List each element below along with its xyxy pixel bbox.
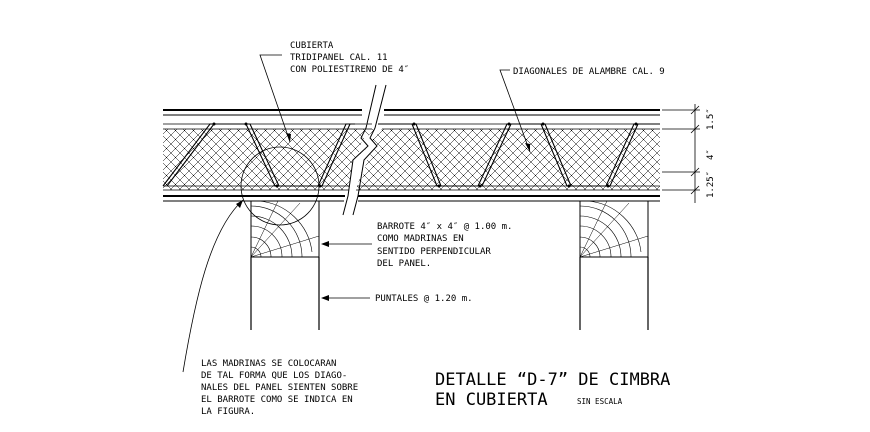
note-arrow-icon xyxy=(236,200,243,208)
cubierta-label: CUBIERTA TRIDIPANEL CAL. 11 CON POLIESTI… xyxy=(290,41,409,75)
svg-text:CON POLIESTIRENO DE 4″: CON POLIESTIRENO DE 4″ xyxy=(290,65,409,75)
title-line-1: DETALLE “D-7” DE CIMBRA xyxy=(435,370,670,390)
dim-bottom: 1.25″ xyxy=(706,171,716,198)
leader-arrows xyxy=(286,133,530,301)
detail-title: DETALLE “D-7” DE CIMBRA EN CUBIERTA SIN … xyxy=(435,370,670,410)
right-puntal xyxy=(579,257,649,330)
svg-text:NALES DEL PANEL SIENTEN SOBRE: NALES DEL PANEL SIENTEN SOBRE xyxy=(201,383,358,393)
left-barrote xyxy=(250,200,320,258)
dim-middle: 4″ xyxy=(706,149,716,160)
svg-text:TRIDIPANEL CAL. 11: TRIDIPANEL CAL. 11 xyxy=(290,53,388,63)
svg-text:COMO MADRINAS EN: COMO MADRINAS EN xyxy=(377,234,464,244)
svg-text:LA FIGURA.: LA FIGURA. xyxy=(201,407,255,417)
barrote-label: BARROTE 4″ x 4″ @ 1.00 m. COMO MADRINAS … xyxy=(377,222,512,269)
svg-text:EL BARROTE COMO SE INDICA EN: EL BARROTE COMO SE INDICA EN xyxy=(201,395,353,405)
left-puntal xyxy=(250,257,320,330)
svg-text:SENTIDO PERPENDICULAR: SENTIDO PERPENDICULAR xyxy=(377,247,491,257)
madrinas-note: LAS MADRINAS SE COLOCARAN DE TAL FORMA Q… xyxy=(201,359,358,417)
break-line xyxy=(342,84,387,216)
weld-points xyxy=(212,122,638,188)
detail-circle xyxy=(182,146,320,373)
svg-text:CUBIERTA: CUBIERTA xyxy=(290,41,334,51)
dimension-lines xyxy=(662,104,700,203)
svg-text:BARROTE 4″ x 4″ @ 1.00 m.: BARROTE 4″ x 4″ @ 1.00 m. xyxy=(377,222,512,232)
diagonal-wires xyxy=(162,123,660,187)
svg-text:DE TAL FORMA QUE LOS DIAGO-: DE TAL FORMA QUE LOS DIAGO- xyxy=(201,371,347,381)
svg-text:LAS MADRINAS SE COLOCARAN: LAS MADRINAS SE COLOCARAN xyxy=(201,359,336,369)
scale-note: SIN ESCALA xyxy=(577,397,623,406)
title-line-2: EN CUBIERTA xyxy=(435,390,548,410)
leaders xyxy=(259,54,531,299)
diagonales-label: DIAGONALES DE ALAMBRE CAL. 9 xyxy=(513,67,665,77)
tridipanel xyxy=(163,109,660,202)
puntales-label: PUNTALES @ 1.20 m. xyxy=(375,294,473,304)
right-barrote xyxy=(579,200,649,258)
svg-text:DEL PANEL.: DEL PANEL. xyxy=(377,259,431,269)
dim-top: 1.5″ xyxy=(706,108,716,130)
dimension-labels: 1.5″ 4″ 1.25″ xyxy=(706,108,716,198)
